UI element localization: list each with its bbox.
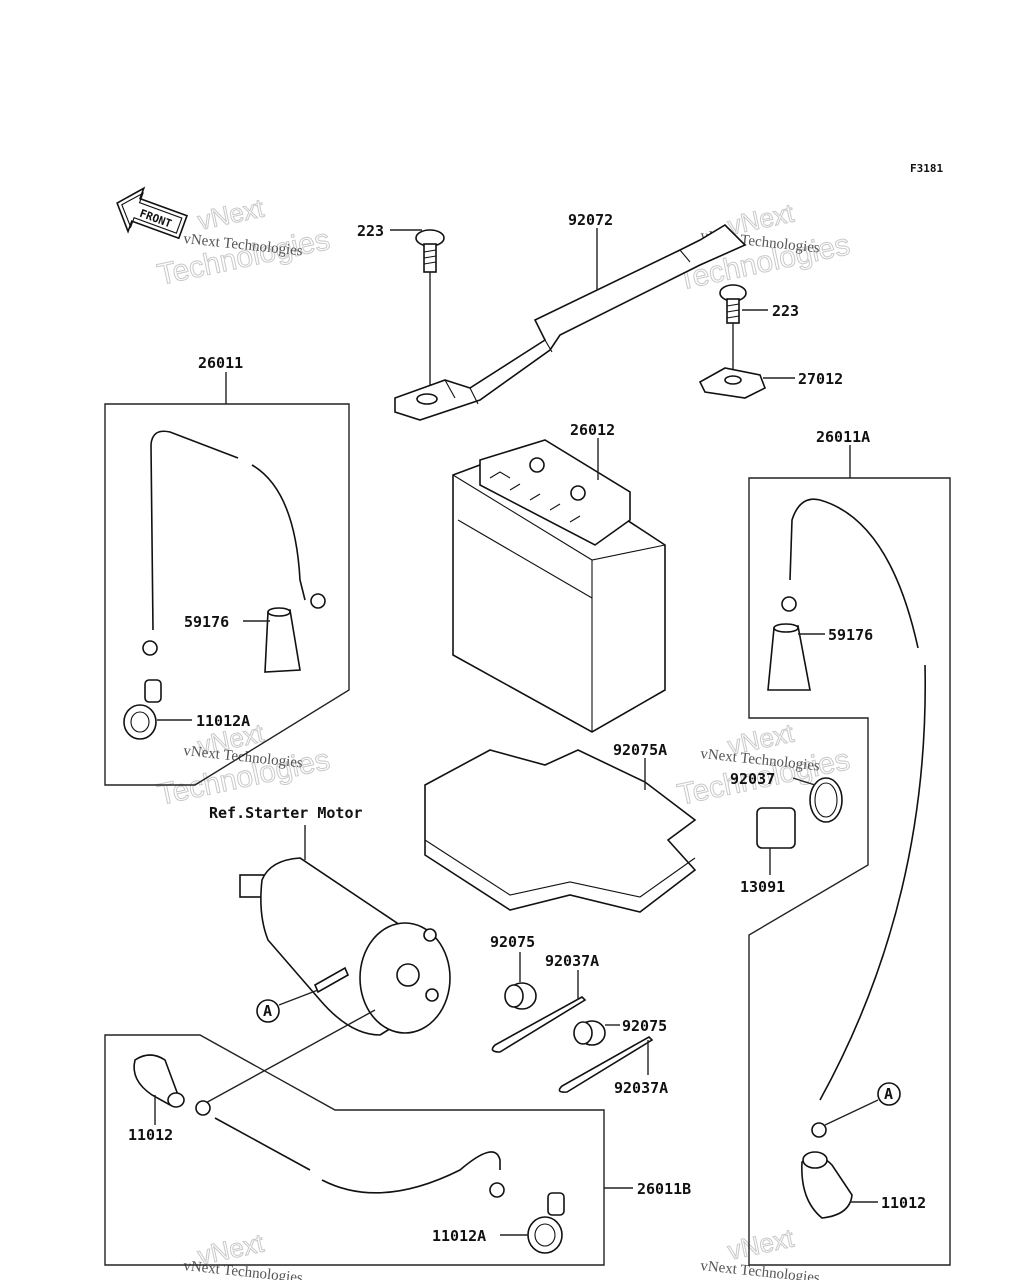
callout-a-right — [877, 1082, 901, 1106]
cable-26011B — [195, 1100, 505, 1198]
svg-text:vNext: vNext — [725, 1223, 797, 1266]
watermark-bottom-right: vNext vNext Technologies — [700, 1222, 821, 1280]
bracket-27012 — [698, 367, 767, 399]
clamp-92037 — [809, 777, 843, 823]
svg-text:vNext Technologies: vNext Technologies — [700, 1258, 821, 1280]
starter-motor-icon — [239, 857, 451, 1036]
label-13091: 13091 — [740, 878, 785, 896]
watermark-middle-left: vNext Technologies vNext Technologies — [154, 717, 333, 812]
label-92037: 92037 — [730, 770, 775, 788]
label-92037A-b: 92037A — [614, 1079, 668, 1097]
label-92075-a: 92075 — [490, 933, 535, 951]
label-27012: 27012 — [798, 370, 843, 388]
label-223-right: 223 — [772, 302, 799, 320]
label-223-left: 223 — [357, 222, 384, 240]
terminal-11012A-left — [123, 679, 162, 740]
callout-a-right-label: A — [884, 1085, 893, 1103]
label-92075A: 92075A — [613, 741, 667, 759]
grommet-92075-a — [504, 982, 537, 1010]
label-92075-b: 92075 — [622, 1017, 667, 1035]
battery-strap — [394, 223, 747, 421]
cap-13091 — [756, 807, 796, 849]
cotter-pin-92037A-a — [491, 996, 587, 1053]
label-11012-left: 11012 — [128, 1126, 173, 1144]
terminal-11012A-bottom — [527, 1192, 565, 1254]
callout-a-left-label: A — [263, 1002, 272, 1020]
cotter-pin-92037A-b — [558, 1036, 654, 1093]
boot-59176-left — [264, 607, 301, 673]
figure-id: F3181 — [910, 162, 943, 175]
cable-26011 — [142, 430, 326, 656]
terminal-11012-right — [801, 1151, 853, 1219]
ref-starter-motor-label: Ref.Starter Motor — [209, 804, 363, 822]
watermark-top-left: vNext Technologies vNext Technologies — [154, 192, 333, 292]
label-59176-left: 59176 — [184, 613, 229, 631]
boot-59176-right — [767, 623, 811, 691]
bolt-left-icon — [415, 229, 445, 400]
label-92037A-a: 92037A — [545, 952, 599, 970]
label-26011: 26011 — [198, 354, 243, 372]
cable-26011A — [781, 498, 927, 1138]
box-26011 — [104, 403, 350, 786]
label-59176-right: 59176 — [828, 626, 873, 644]
label-11012A-left: 11012A — [196, 712, 250, 730]
box-26011B — [104, 1034, 605, 1266]
terminal-11012-left — [133, 1054, 185, 1108]
label-92072: 92072 — [568, 211, 613, 229]
front-arrow-icon: FRONT — [116, 186, 189, 240]
grommet-92075-b — [573, 1020, 606, 1046]
box-26011A — [748, 477, 951, 1266]
label-26011A: 26011A — [816, 428, 870, 446]
label-26011B: 26011B — [637, 1180, 691, 1198]
callout-a-left — [256, 999, 280, 1023]
label-26012: 26012 — [570, 421, 615, 439]
battery-pad — [424, 749, 697, 913]
label-11012-right: 11012 — [881, 1194, 926, 1212]
watermark-bottom-left: vNext vNext Technologies — [183, 1227, 304, 1280]
bolt-right-icon — [719, 284, 747, 378]
label-11012A-bottom: 11012A — [432, 1227, 486, 1245]
svg-text:vNext: vNext — [195, 193, 267, 236]
battery-icon — [452, 439, 666, 733]
